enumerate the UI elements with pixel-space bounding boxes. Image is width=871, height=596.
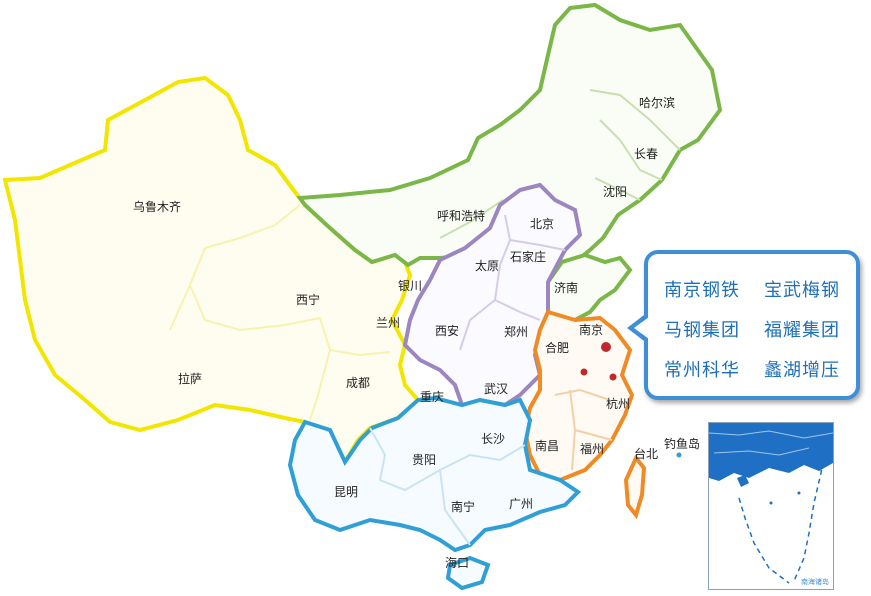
island-taiwan [623, 454, 647, 520]
city-label-diaoyudao: 钓鱼岛 [664, 437, 701, 451]
company-nanjing-steel: 南京钢铁 [664, 280, 740, 301]
city-label-shenyang: 沈阳 [603, 185, 628, 199]
region-east-inner [554, 388, 613, 471]
company-masteel: 马钢集团 [664, 320, 740, 341]
callout-pointer-inner [634, 317, 649, 339]
city-label-chongqing: 重庆 [420, 390, 445, 404]
company-baowu-meigang: 宝武梅钢 [764, 280, 840, 301]
company-lihu-turbo: 蠡湖增压 [764, 360, 840, 381]
region-central-inner [459, 214, 566, 351]
city-label-nanning: 南宁 [451, 500, 476, 514]
city-label-taipei: 台北 [634, 447, 659, 461]
city-label-nanjing: 南京 [579, 323, 604, 337]
city-label-kunming: 昆明 [334, 485, 359, 499]
city-label-haikou: 海口 [445, 556, 470, 570]
city-label-shijiazhuang: 石家庄 [510, 250, 547, 264]
company-changzhou-kehua: 常州科华 [664, 360, 740, 381]
city-label-guangzhou: 广州 [509, 497, 534, 511]
south-china-sea-inset: 南海诸岛 [708, 422, 834, 590]
inset-caption: 南海诸岛 [801, 578, 829, 586]
region-north-inner [439, 89, 681, 239]
city-label-changsha: 长沙 [481, 432, 506, 446]
company-fuyao: 福耀集团 [764, 320, 840, 341]
city-label-wuhan: 武汉 [484, 382, 509, 396]
region-northwest [2, 75, 421, 466]
city-label-hohhot: 呼和浩特 [437, 209, 486, 223]
marker-changzhou [580, 368, 588, 376]
city-label-chengdu: 成都 [346, 376, 371, 390]
region-northwest-inner [169, 204, 391, 421]
city-label-guiyang: 贵阳 [412, 453, 437, 467]
region-southwest-inner [369, 427, 526, 546]
city-label-yinchuan: 银川 [398, 279, 423, 293]
city-label-xian: 西安 [435, 324, 460, 338]
city-label-beijing: 北京 [530, 217, 555, 231]
city-label-xining: 西宁 [296, 293, 321, 307]
city-label-jinan: 济南 [554, 281, 579, 295]
marker-nanjing [601, 342, 611, 352]
region-east [522, 309, 635, 483]
city-label-harbin: 哈尔滨 [639, 96, 676, 110]
city-label-changchun: 长春 [634, 147, 659, 161]
island-hainan [445, 555, 491, 591]
inset-map [709, 423, 833, 584]
city-label-urumqi: 乌鲁木齐 [133, 200, 182, 214]
region-north [296, 2, 723, 316]
city-label-lanzhou: 兰州 [376, 316, 401, 330]
city-label-taiyuan: 太原 [475, 259, 500, 273]
city-label-nanchang: 南昌 [535, 439, 560, 453]
diaoyudao-dot [676, 452, 682, 458]
city-label-lhasa: 拉萨 [178, 372, 203, 386]
city-label-hangzhou: 杭州 [606, 397, 631, 411]
city-label-hefei: 合肥 [545, 341, 570, 355]
marker-wuxi [609, 373, 617, 381]
company-callout: 南京钢铁 宝武梅钢 马钢集团 福耀集团 常州科华 蠡湖增压 [644, 250, 860, 400]
city-label-zhengzhou: 郑州 [504, 325, 529, 339]
city-label-fuzhou: 福州 [580, 442, 605, 456]
